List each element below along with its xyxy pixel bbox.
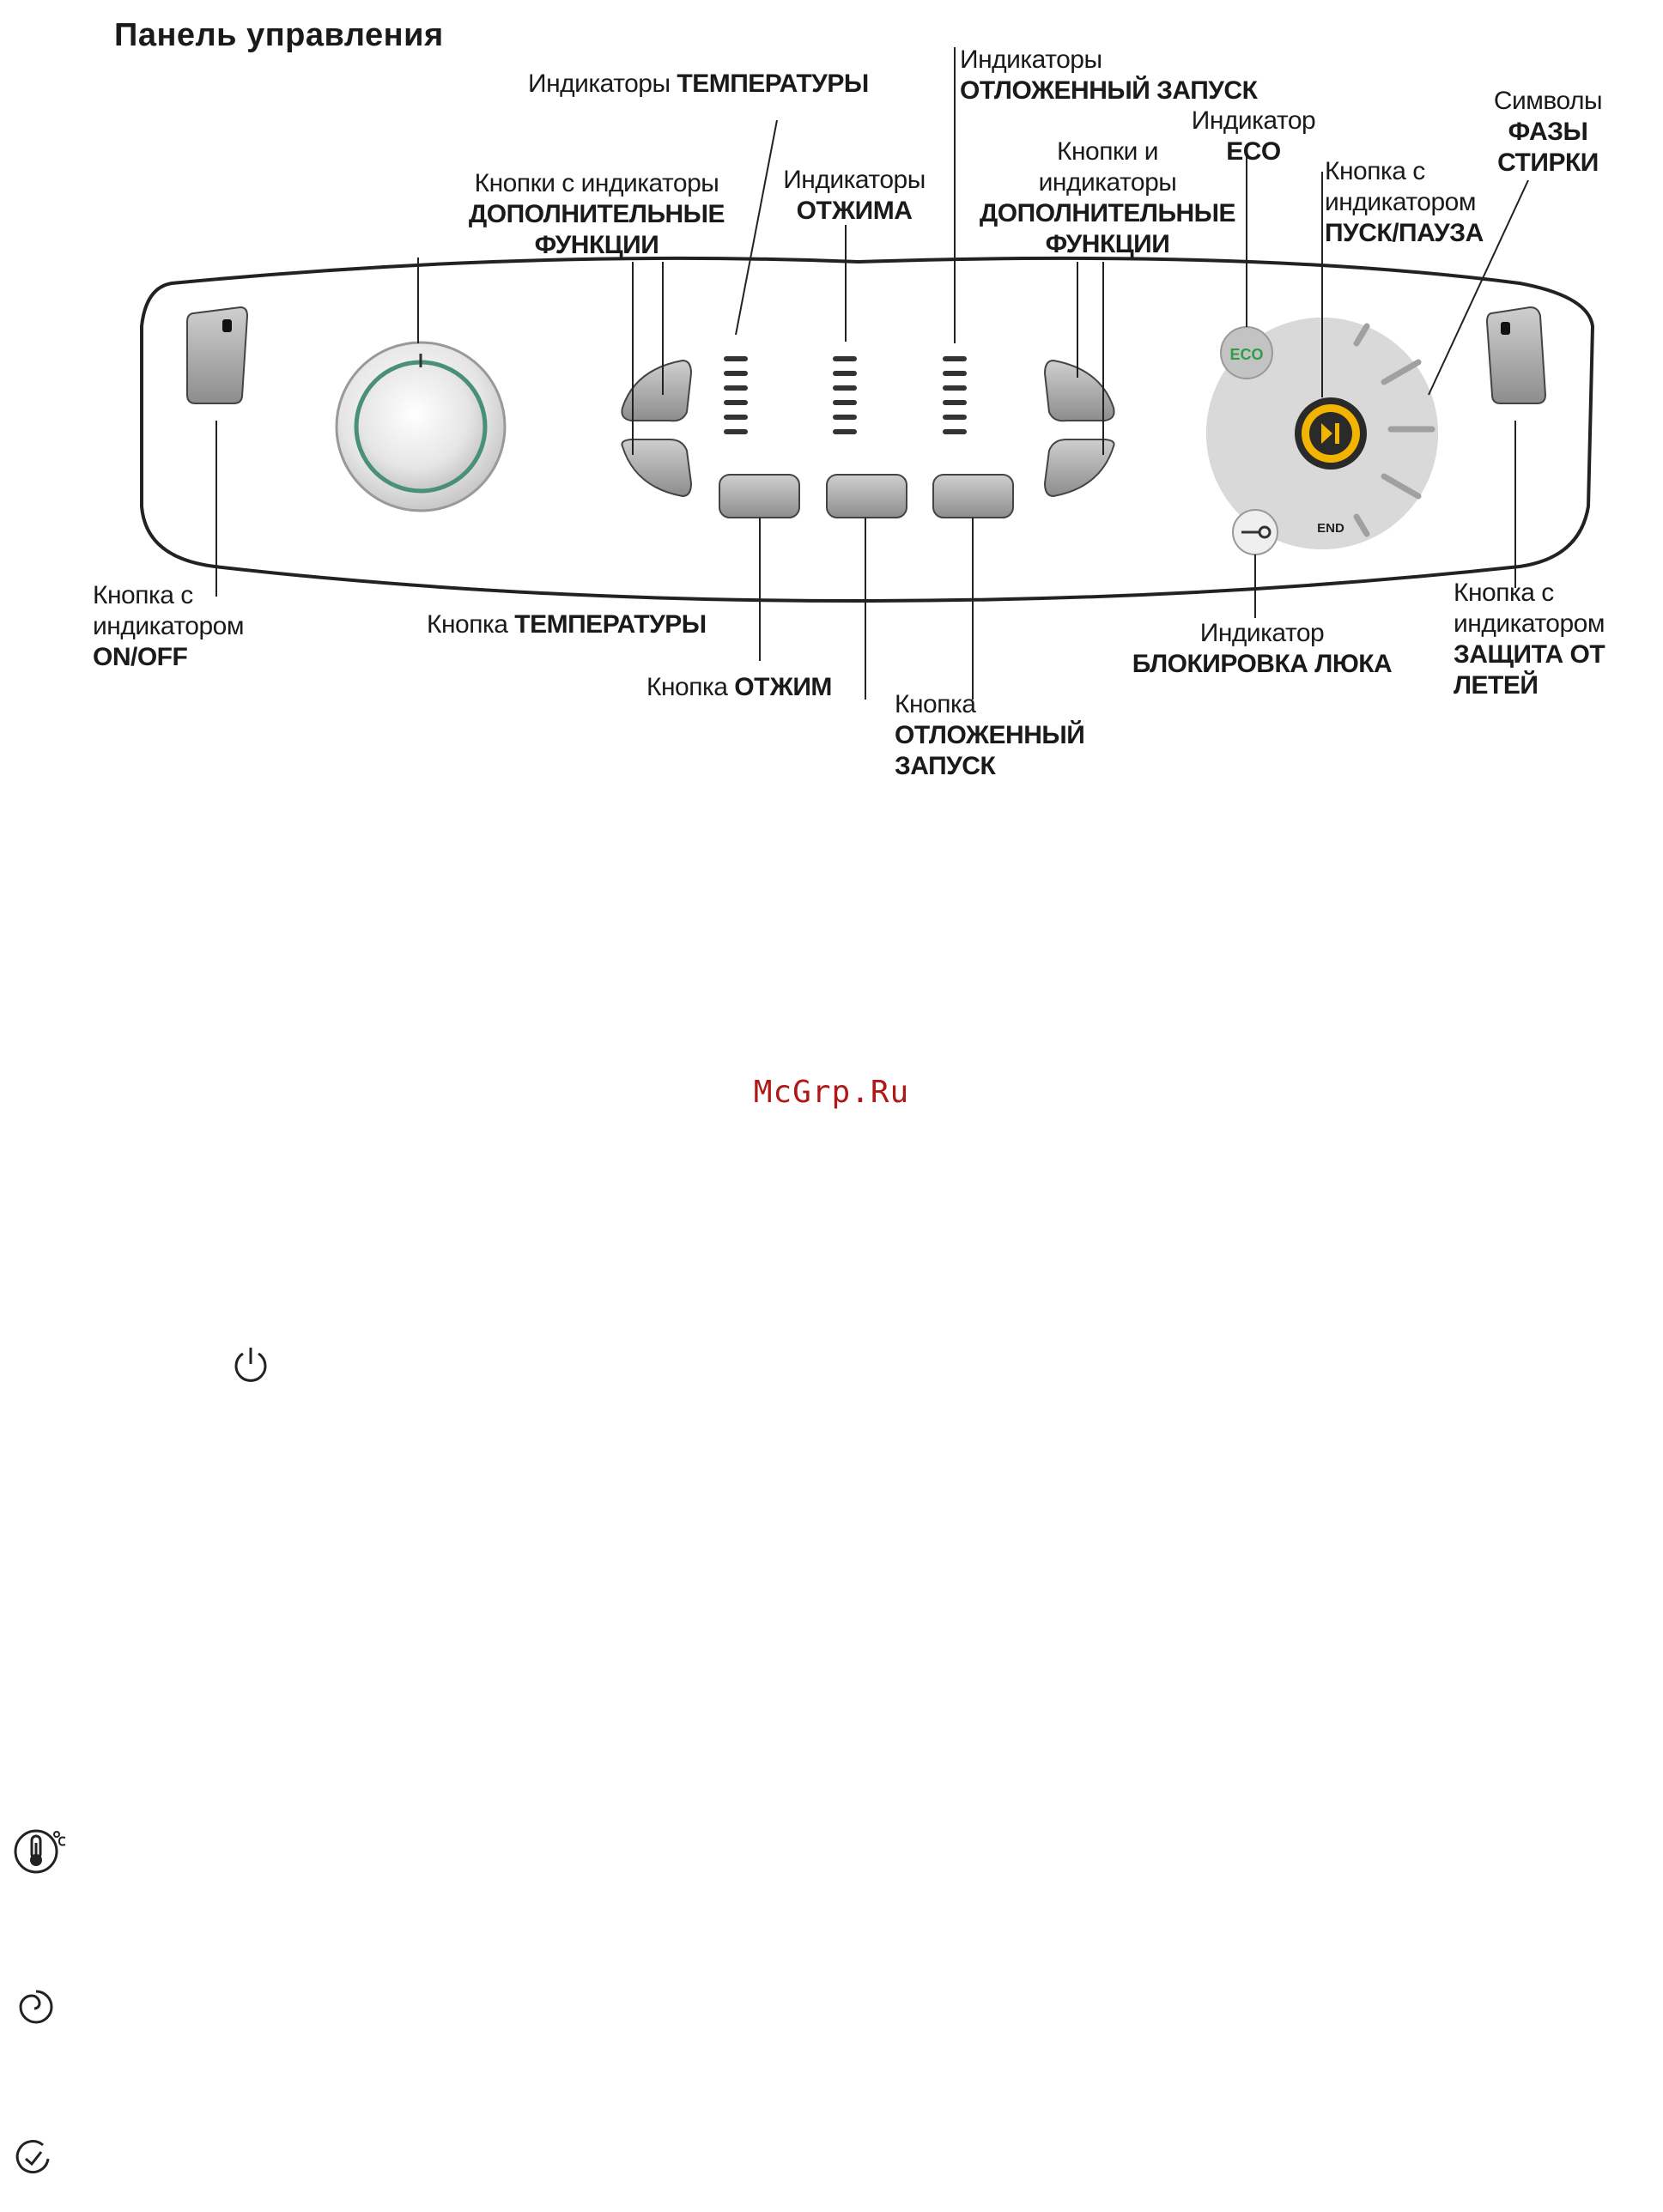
delay-timer-icon <box>15 2140 50 2174</box>
start-pause-button <box>1295 172 1367 470</box>
svg-text:ECO: ECO <box>1229 346 1263 363</box>
label-spin-indicators: Индикаторы ОТЖИМА <box>783 166 926 225</box>
delay-indicator-bars <box>943 356 967 434</box>
spin-button <box>826 474 907 518</box>
eco-indicator: ECO <box>1220 155 1273 379</box>
panel-outline <box>140 256 1595 603</box>
page-title: Панель управления <box>114 17 444 53</box>
end-label: END <box>1317 521 1344 536</box>
programme-knob <box>335 258 507 512</box>
label-temperature-indicators: Индикаторы ТЕМПЕРАТУРЫ <box>528 70 869 98</box>
temperature-button <box>719 474 800 518</box>
label-option-buttons-right: Кнопки и индикаторы ДОПОЛНИТЕЛЬНЫЕ ФУНКЦ… <box>979 137 1236 258</box>
option-buttons-left <box>621 262 693 498</box>
spin-indicator-bars <box>833 356 857 434</box>
temperature-indicator-bars <box>724 356 748 434</box>
label-eco-indicator: Индикатор ECO <box>1191 106 1316 166</box>
label-door-lock: Индикатор БЛОКИРОВКА ЛЮКА <box>1132 619 1393 678</box>
door-lock-indicator <box>1232 509 1278 618</box>
spin-icon <box>19 1990 53 2024</box>
label-temperature-button: Кнопка ТЕМПЕРАТУРЫ <box>427 610 707 639</box>
wash-phase-symbols <box>1353 323 1435 537</box>
label-child-lock: Кнопка с индикатором ЗАЩИТА ОТ ЛЕТЕЙ <box>1454 579 1605 700</box>
watermark: McGrp.Ru <box>753 1075 910 1110</box>
temperature-icon <box>14 1829 66 1874</box>
label-delay-indicators: Индикаторы ОТЛОЖЕННЫЙ ЗАПУСК <box>960 45 1258 105</box>
label-spin-button: Кнопка ОТЖИМ <box>646 673 832 701</box>
label-start-pause: Кнопка с индикатором ПУСК/ПАУЗА <box>1325 157 1484 247</box>
delay-start-button <box>932 474 1014 518</box>
label-wash-phase-symbols: Символы ФАЗЫ СТИРКИ <box>1493 87 1603 177</box>
label-option-buttons-left: Кнопки с индикаторы ДОПОЛНИТЕЛЬНЫЕ ФУНКЦ… <box>468 169 725 259</box>
power-icon <box>234 1348 267 1382</box>
child-lock-button <box>1485 306 1547 588</box>
label-on-off: Кнопка с индикатором ON/OFF <box>93 581 244 671</box>
on-off-button <box>186 306 249 404</box>
label-delay-button: Кнопка ОТЛОЖЕННЫЙ ЗАПУСК <box>895 690 1085 780</box>
option-buttons-right <box>1043 262 1115 498</box>
control-panel-diagram: ECO END <box>140 47 1595 700</box>
